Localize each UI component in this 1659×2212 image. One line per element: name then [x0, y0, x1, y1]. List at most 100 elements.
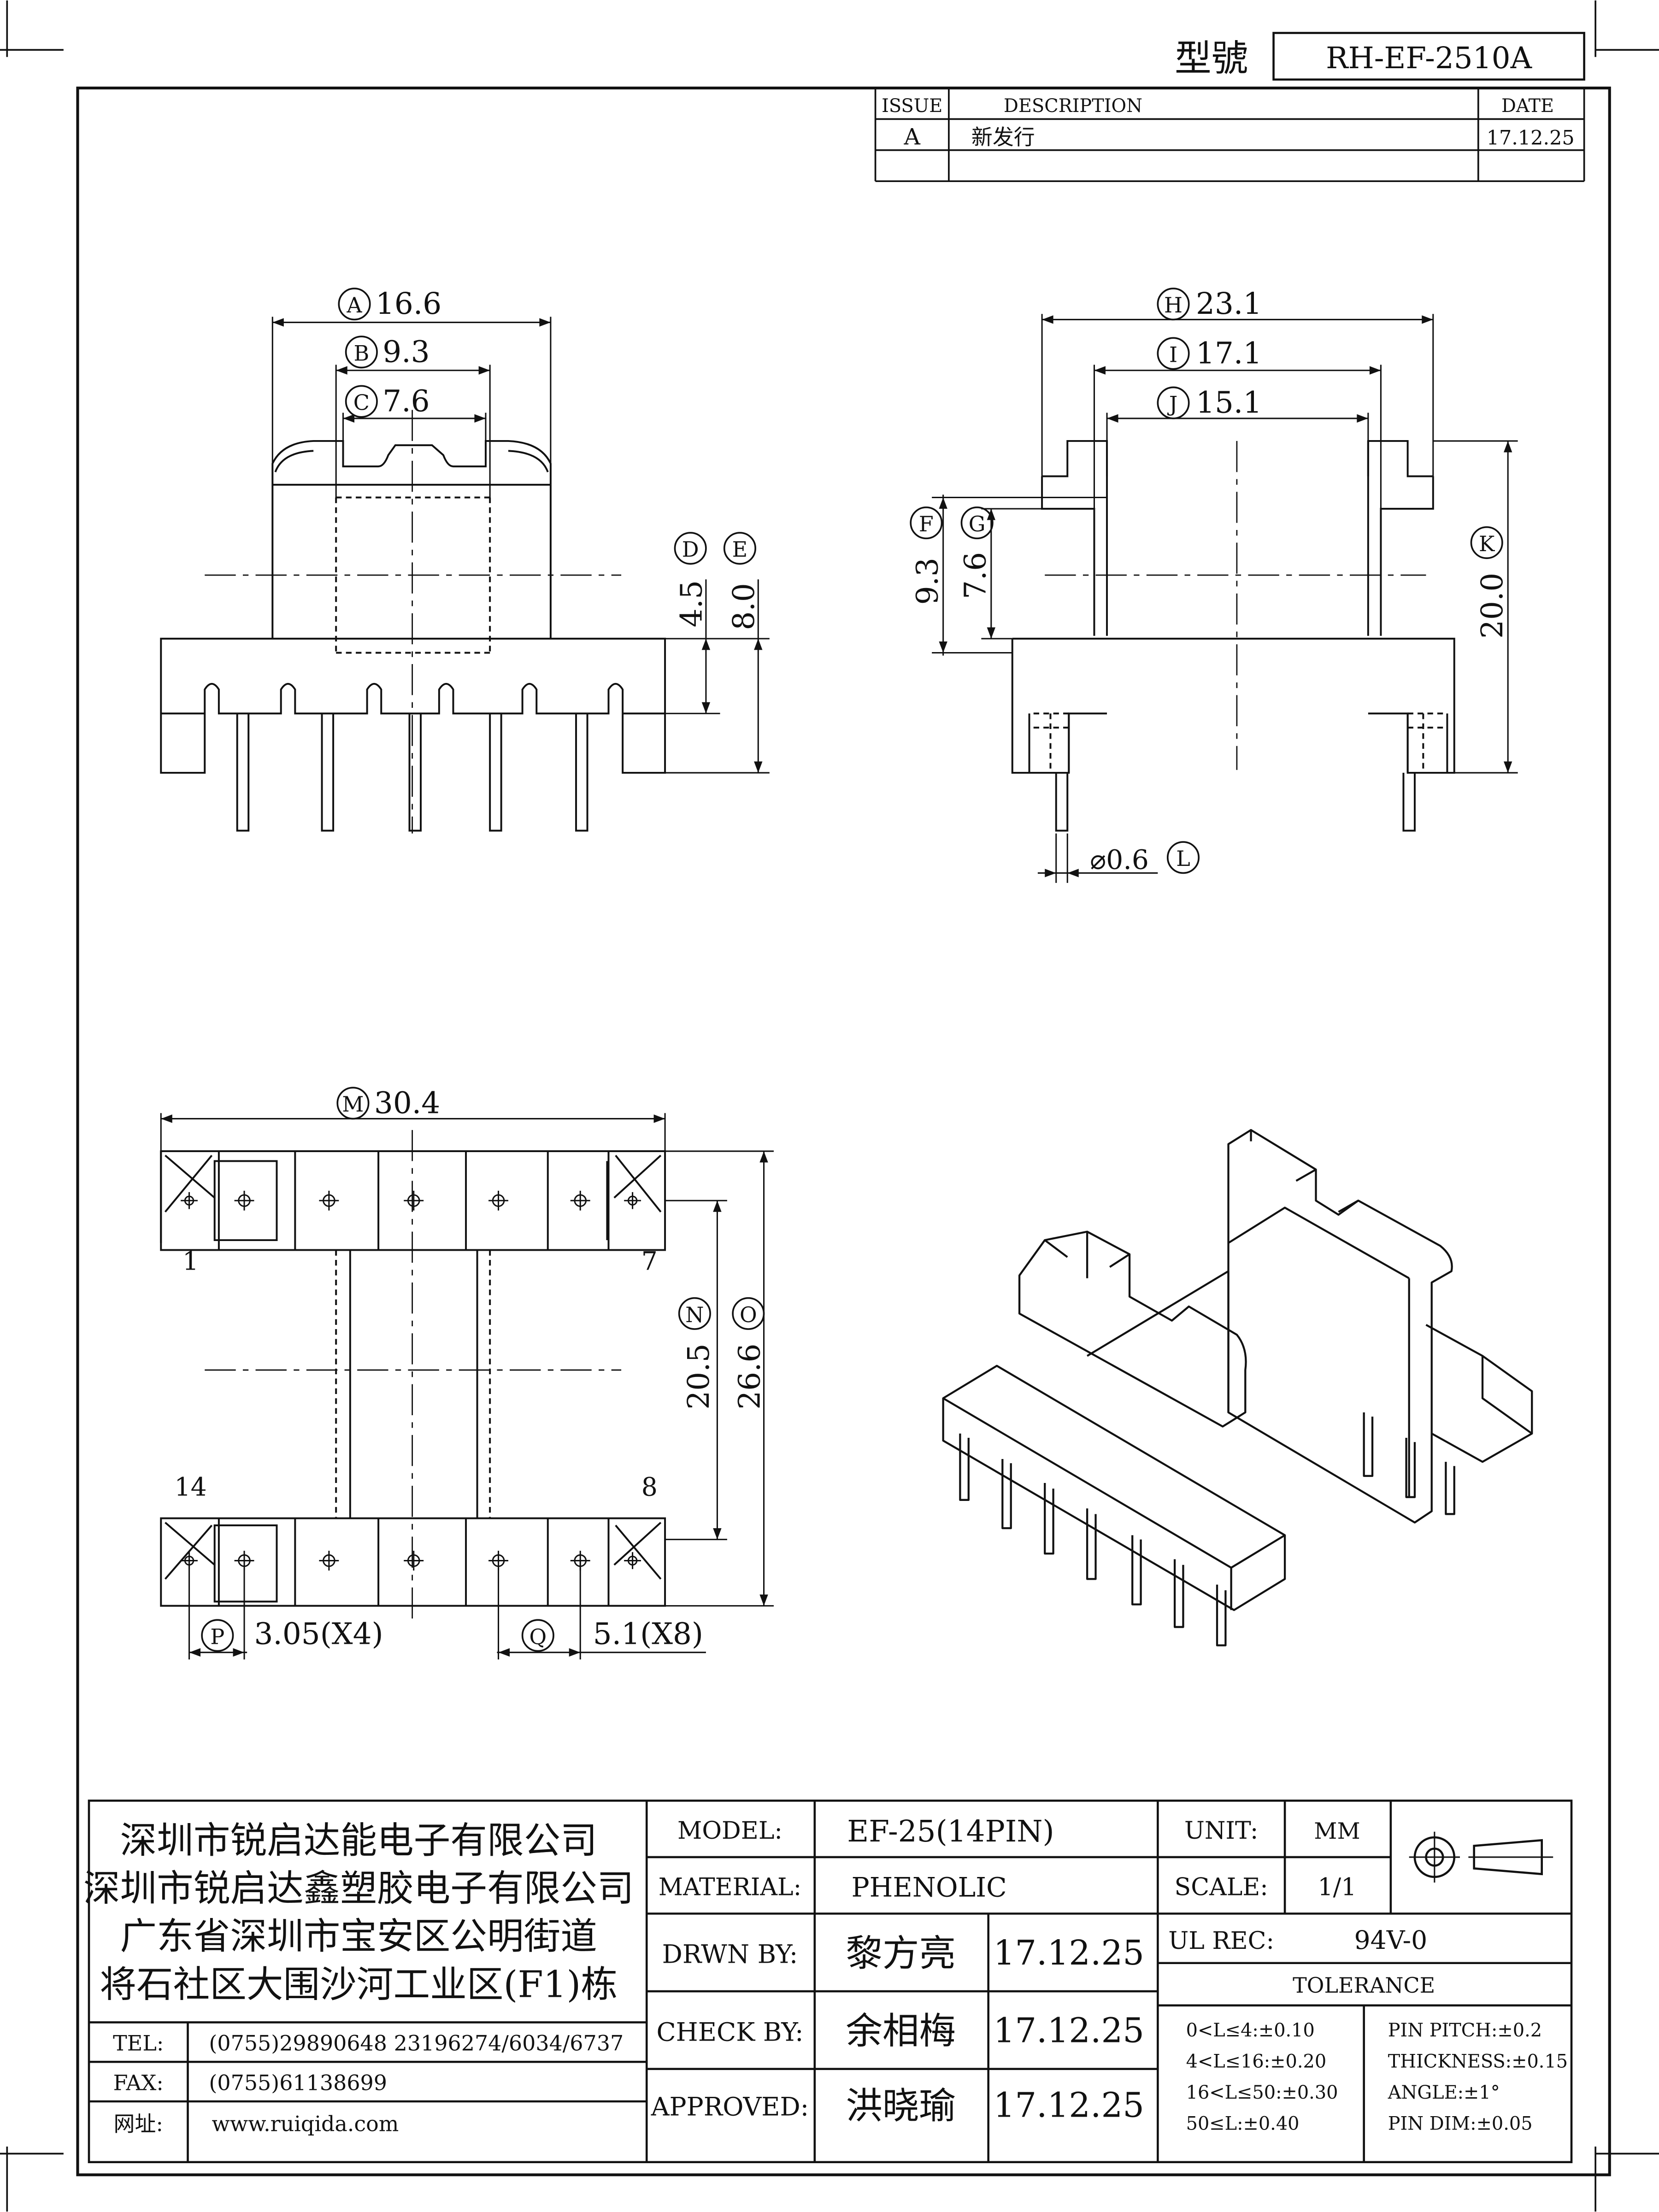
scale-value: 1/1 — [1318, 1874, 1357, 1901]
company-line-3: 广东省深圳市宝安区公明街道 — [120, 1915, 597, 1958]
dim-q-value: 5.1(X8) — [593, 1617, 703, 1651]
dim-i-letter: I — [1169, 342, 1177, 367]
tolerance-left-4: 50≤L:±0.40 — [1186, 2113, 1300, 2134]
tolerance-right-1: PIN PITCH:±0.2 — [1388, 2020, 1542, 2041]
tolerance-right-3: ANGLE:±1° — [1388, 2082, 1500, 2103]
bottom-dim-labels: M 30.4 1 7 14 8 N O 20.5 26.6 P 3.05(X4)… — [175, 1086, 767, 1652]
dim-j-value: 15.1 — [1196, 386, 1262, 420]
dim-a-value: 16.6 — [376, 287, 441, 321]
check-label: CHECK BY: — [656, 2018, 803, 2047]
dim-g-value: 7.6 — [959, 552, 993, 599]
ul-rec-label: UL REC: — [1168, 1927, 1274, 1955]
front-view — [160, 317, 770, 834]
dim-f-value: 9.3 — [910, 558, 945, 605]
dim-i-value: 17.1 — [1196, 336, 1262, 371]
company-line-1: 深圳市锐启达能电子有限公司 — [120, 1819, 597, 1862]
approved-date: 17.12.25 — [994, 2086, 1144, 2125]
revision-header-description: DESCRIPTION — [1004, 95, 1142, 117]
dim-p-value: 3.05(X4) — [254, 1617, 383, 1651]
dim-q-letter: Q — [529, 1624, 547, 1649]
material-label: MATERIAL: — [659, 1874, 801, 1901]
tolerance-right-4: PIN DIM:±0.05 — [1388, 2113, 1533, 2134]
pin-label-8: 8 — [641, 1473, 658, 1502]
revision-date-value: 17.12.25 — [1487, 127, 1575, 150]
dim-a-letter: A — [346, 293, 362, 318]
drawing-border — [76, 86, 1611, 2177]
dim-l-value: ⌀0.6 — [1090, 844, 1149, 875]
website-label: 网址: — [114, 2111, 163, 2136]
front-dim-labels: A 16.6 B 9.3 C 7.6 D E 4.5 8.0 — [338, 287, 761, 630]
model-header-value: RH-EF-2510A — [1326, 41, 1532, 76]
dim-k-letter: K — [1479, 531, 1495, 556]
company-line-2: 深圳市锐启达鑫塑胶电子有限公司 — [83, 1867, 634, 1910]
check-name: 余相梅 — [846, 2009, 956, 2052]
pin-label-7: 7 — [641, 1247, 658, 1276]
pin-label-14: 14 — [175, 1473, 207, 1502]
dim-b-value: 9.3 — [382, 335, 429, 369]
material-value: PHENOLIC — [851, 1872, 1006, 1903]
drawn-date: 17.12.25 — [994, 1934, 1144, 1973]
dim-d-value: 4.5 — [675, 580, 709, 627]
dim-g-letter: G — [969, 512, 986, 536]
dim-d-letter: D — [682, 537, 699, 562]
dim-f-letter: F — [919, 512, 934, 536]
website-value: www.ruiqida.com — [212, 2111, 399, 2136]
revision-header-issue: ISSUE — [882, 95, 942, 117]
company-line-4: 将石社区大围沙河工业区(F1)栋 — [100, 1963, 618, 2006]
tel-value: (0755)29890648 23196274/6034/6737 — [209, 2031, 624, 2056]
title-block — [88, 1800, 1573, 2164]
side-dim-labels: H 23.1 I 17.1 J 15.1 F G K 9.3 7.6 20.0 … — [910, 287, 1510, 875]
isometric-view — [942, 1129, 1533, 1647]
tel-label: TEL: — [113, 2031, 164, 2056]
dim-m-value: 30.4 — [374, 1086, 440, 1120]
dim-o-value: 26.6 — [732, 1343, 767, 1409]
approved-name: 洪晓瑜 — [846, 2084, 956, 2127]
fax-label: FAX: — [113, 2070, 164, 2095]
dim-n-letter: N — [685, 1302, 704, 1327]
bottom-view — [160, 1113, 774, 1660]
dim-h-letter: H — [1164, 293, 1182, 318]
tolerance-left-3: 16<L≤50:±0.30 — [1186, 2082, 1338, 2103]
dim-e-letter: E — [732, 537, 748, 562]
dim-l-letter: L — [1176, 846, 1190, 871]
unit-value: MM — [1314, 1818, 1360, 1844]
side-view — [932, 314, 1518, 883]
drawn-name: 黎方亮 — [846, 1932, 956, 1975]
pin-markers — [181, 1190, 641, 1571]
tolerance-title: TOLERANCE — [1293, 1973, 1435, 1998]
dim-m-letter: M — [342, 1092, 364, 1117]
check-date: 17.12.25 — [994, 2011, 1144, 2050]
dim-c-letter: C — [353, 390, 370, 415]
dim-k-value: 20.0 — [1475, 573, 1510, 639]
fax-value: (0755)61138699 — [209, 2070, 387, 2095]
revision-table: ISSUE DESCRIPTION DATE A 新发行 17.12.25 — [874, 88, 1585, 182]
scale-label: SCALE: — [1175, 1874, 1268, 1901]
model-value: EF-25(14PIN) — [847, 1814, 1054, 1849]
unit-label: UNIT: — [1184, 1817, 1258, 1845]
model-header: 型號 RH-EF-2510A — [1175, 32, 1585, 81]
model-label: MODEL: — [677, 1817, 782, 1845]
title-block-text: 深圳市锐启达能电子有限公司 深圳市锐启达鑫塑胶电子有限公司 广东省深圳市宝安区公… — [83, 1814, 1568, 2136]
projection-cone-icon — [1473, 1839, 1543, 1876]
tolerance-left-2: 4<L≤16:±0.20 — [1186, 2051, 1327, 2072]
dim-h-value: 23.1 — [1196, 287, 1262, 321]
pin-label-1: 1 — [182, 1247, 199, 1276]
dim-o-letter: O — [740, 1302, 757, 1327]
revision-header-date: DATE — [1501, 95, 1554, 117]
tolerance-right-2: THICKNESS:±0.15 — [1388, 2051, 1568, 2072]
ul-rec-value: 94V-0 — [1354, 1926, 1428, 1955]
dim-j-letter: J — [1167, 392, 1177, 417]
tolerance-left-1: 0<L≤4:±0.10 — [1186, 2020, 1315, 2041]
dim-p-letter: P — [210, 1624, 224, 1649]
dim-b-letter: B — [353, 341, 369, 365]
dim-c-value: 7.6 — [382, 384, 429, 419]
dim-e-value: 8.0 — [727, 583, 761, 630]
approved-label: APPROVED: — [651, 2093, 809, 2122]
revision-issue-value: A — [904, 124, 921, 150]
model-header-label: 型號 — [1175, 37, 1248, 80]
drawn-label: DRWN BY: — [662, 1940, 798, 1970]
dim-n-value: 20.5 — [682, 1343, 716, 1409]
revision-description-value: 新发行 — [971, 125, 1035, 150]
